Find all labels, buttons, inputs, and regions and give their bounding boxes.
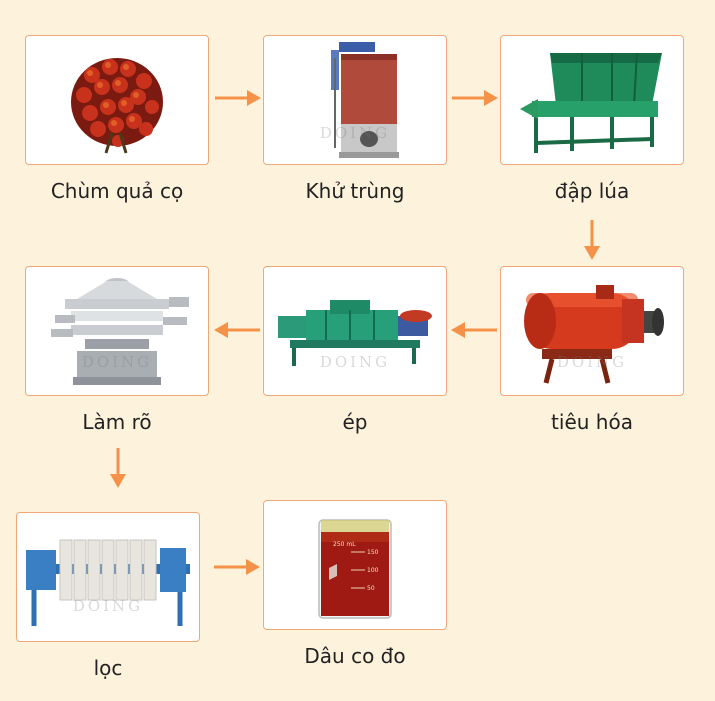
- arrow-down-icon: [108, 446, 128, 490]
- digester-image: [512, 271, 672, 391]
- step-label-sterilizer: Khử trùng: [263, 179, 447, 203]
- step-label-palm-fruit-bunch: Chùm quả cọ: [25, 179, 209, 203]
- arrow-left-icon: [212, 320, 262, 340]
- step-crude-oil: 250 mL 150 100 50 Dâu co đo: [263, 500, 447, 668]
- arrow-right-icon: [212, 557, 262, 577]
- step-vibrating-screen: DOING Làm rõ: [25, 266, 209, 434]
- step-thresher: đập lúa: [500, 35, 684, 203]
- step-label-digester: tiêu hóa: [500, 410, 684, 434]
- arrow-down-icon: [582, 218, 602, 262]
- arrow-left-icon: [449, 320, 499, 340]
- step-palm-fruit-bunch: Chùm quả cọ: [25, 35, 209, 203]
- palm-fruit-bunch-image: [62, 45, 172, 155]
- palm-fruit-bunch-card: [25, 35, 209, 165]
- beaker-mark-250: 250 mL: [333, 541, 356, 548]
- screw-press-card: DOING: [263, 266, 447, 396]
- step-label-vibrating-screen: Làm rõ: [25, 410, 209, 434]
- step-screw-press: DOING ép: [263, 266, 447, 434]
- thresher-card: [500, 35, 684, 165]
- vibrating-screen-image: [37, 269, 197, 393]
- vibrating-screen-card: DOING: [25, 266, 209, 396]
- beaker-mark-100: 100: [367, 567, 379, 574]
- sterilizer-image: [295, 38, 415, 162]
- filter-press-image: [20, 522, 196, 632]
- crude-oil-card: 250 mL 150 100 50: [263, 500, 447, 630]
- step-label-crude-oil: Dâu co đo: [263, 644, 447, 668]
- step-digester: DOING tiêu hóa: [500, 266, 684, 434]
- arrow-right-icon: [213, 88, 263, 108]
- step-filter-press: DOING lọc: [16, 512, 200, 680]
- step-sterilizer: DOING Khử trùng: [263, 35, 447, 203]
- beaker-image: 250 mL 150 100 50: [305, 506, 405, 624]
- digester-card: DOING: [500, 266, 684, 396]
- step-label-thresher: đập lúa: [500, 179, 684, 203]
- sterilizer-card: DOING: [263, 35, 447, 165]
- beaker-mark-150: 150: [367, 549, 379, 556]
- step-label-filter-press: lọc: [16, 656, 200, 680]
- thresher-image: [512, 43, 672, 158]
- beaker-mark-50: 50: [367, 585, 375, 592]
- screw-press-image: [270, 286, 440, 376]
- arrow-right-icon: [450, 88, 500, 108]
- step-label-screw-press: ép: [263, 410, 447, 434]
- filter-press-card: DOING: [16, 512, 200, 642]
